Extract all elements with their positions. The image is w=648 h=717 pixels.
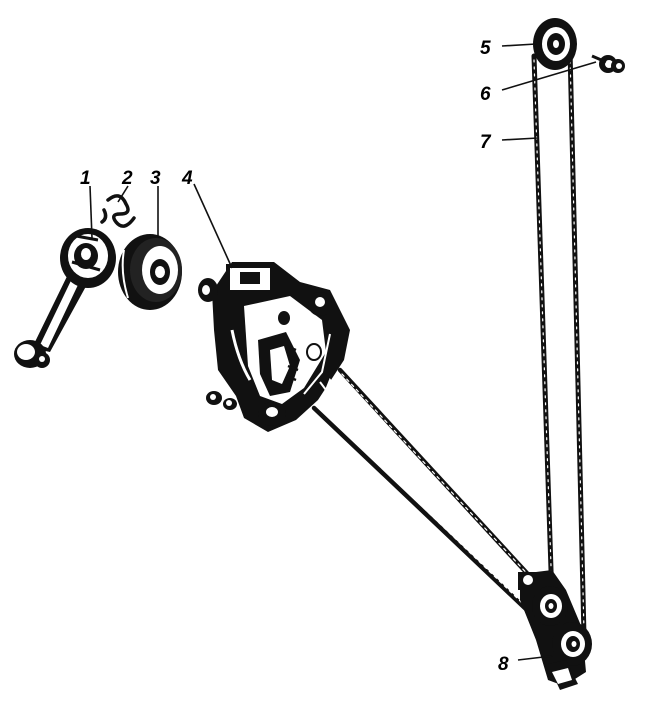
callout-2: 2 [121,168,133,189]
escutcheon-washer [118,234,182,310]
callout-5: 5 [480,38,491,59]
regulator-mechanism [198,262,350,432]
cable [311,47,587,639]
leader-4 [193,183,233,269]
spring-clip [100,194,136,228]
pulley-axle [591,54,625,73]
callout-7: 7 [480,132,492,153]
crank-handle [14,228,116,368]
upper-pulley [533,18,577,70]
leader-8 [517,655,553,661]
leader-6 [501,61,597,91]
leader-7 [501,137,539,141]
leader-2 [117,185,129,203]
callout-4: 4 [181,168,193,189]
screws [206,391,237,410]
callout-1: 1 [80,168,91,189]
leader-5 [501,43,537,47]
callout-3: 3 [150,168,161,189]
lower-pulley-assembly [518,570,592,690]
callout-8: 8 [498,654,509,675]
leader-1 [89,185,93,239]
callout-6: 6 [480,84,491,105]
leader-lines [89,43,597,661]
